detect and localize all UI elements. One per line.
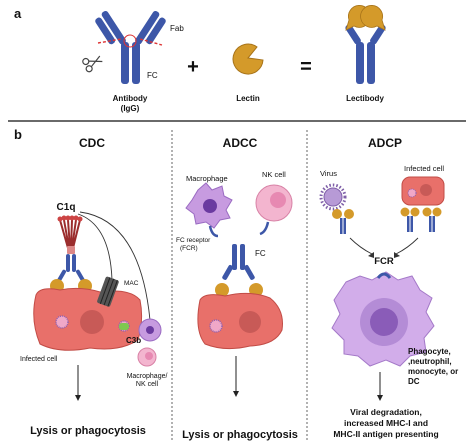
mac-complex-icon [97,276,119,307]
phagocyte-label-4: DC [408,377,420,386]
adcc-fc-label: FC [255,249,266,258]
cdc-macrophage [138,318,162,342]
cdc-infected-cell-label: Infected cell [20,356,58,363]
adcp-cell-lectibody-1 [400,207,420,232]
adcp-arrowhead-right [394,252,400,258]
adcc-lectibody [215,244,263,297]
cdc-lectibody [50,254,92,293]
lectin-icon [232,43,264,75]
equals-sign: = [300,56,312,78]
lectin-label: Lectin [236,94,260,103]
panel-b-label: b [14,127,22,142]
adcp-title: ADCP [368,136,402,150]
c3b-icon [119,323,129,330]
adcc-infected-cell [197,292,283,350]
virus-icon [319,183,347,211]
plus-sign: + [187,56,199,78]
adcp-cell-lectibody-2 [422,207,442,232]
scissors-icon [82,55,103,73]
adcp-outcome-arrowhead [377,395,383,401]
fc-receptor-label-2: (FCR) [180,245,198,252]
adcp-outcome-3: MHC-II antigen presenting [333,429,438,439]
adcp-outcome-1: Viral degradation, [350,407,422,417]
cdc-outcome: Lysis or phagocytosis [30,425,146,437]
antibody-label: Antibody [113,94,148,103]
lectibody-label: Lectibody [346,94,384,103]
macrophage-nk-label-2: NK cell [136,381,159,388]
cdc-nk-cell [137,347,157,367]
c1q-complex [57,215,83,254]
lectibody-diagram [345,5,386,84]
adcp-arrows [349,237,419,255]
adcc-outcome: Lysis or phagocytosis [182,429,298,441]
fcr-label: FCR [374,256,394,267]
macrophage-nk-label-1: Macrophage/ [127,373,168,380]
adcc-nk-cell [255,184,293,236]
adcp-virus-lectibody [332,209,354,234]
phagocyte-label-1: Phagocyte, [408,347,451,356]
adcc-macrophage [185,182,233,238]
phagocyte-label-3: monocyte, or [408,367,458,376]
fc-label: FC [147,71,158,80]
c1q-arrows [77,211,151,321]
adcc-outcome-arrowhead [233,391,239,397]
adcp-outcome-2: increased MHC-I and [344,418,428,428]
macrophage-label: Macrophage [186,174,228,183]
fc-receptor-label-1: FC receptor [176,237,211,244]
panel-a-label: a [14,6,22,21]
virus-label: Virus [320,169,337,178]
adcp-infected-cell [401,176,445,206]
c1q-label: C1q [57,202,76,213]
adcc-title: ADCC [223,136,258,150]
antibody-diagram [95,10,166,84]
adcp-arrowhead-left [368,252,374,258]
phagocyte-cell [331,271,435,367]
mac-label: MAC [124,280,139,287]
c3b-label: C3b [126,336,141,345]
fab-label: Fab [170,24,184,33]
adcp-infected-cell-label: Infected cell [404,164,444,173]
nk-cell-label: NK cell [262,170,286,179]
phagocyte-label-2: ,neutrophil, [408,357,452,366]
antibody-sublabel: (IgG) [121,104,140,113]
cdc-outcome-arrowhead [75,395,81,401]
cdc-title: CDC [79,136,105,150]
